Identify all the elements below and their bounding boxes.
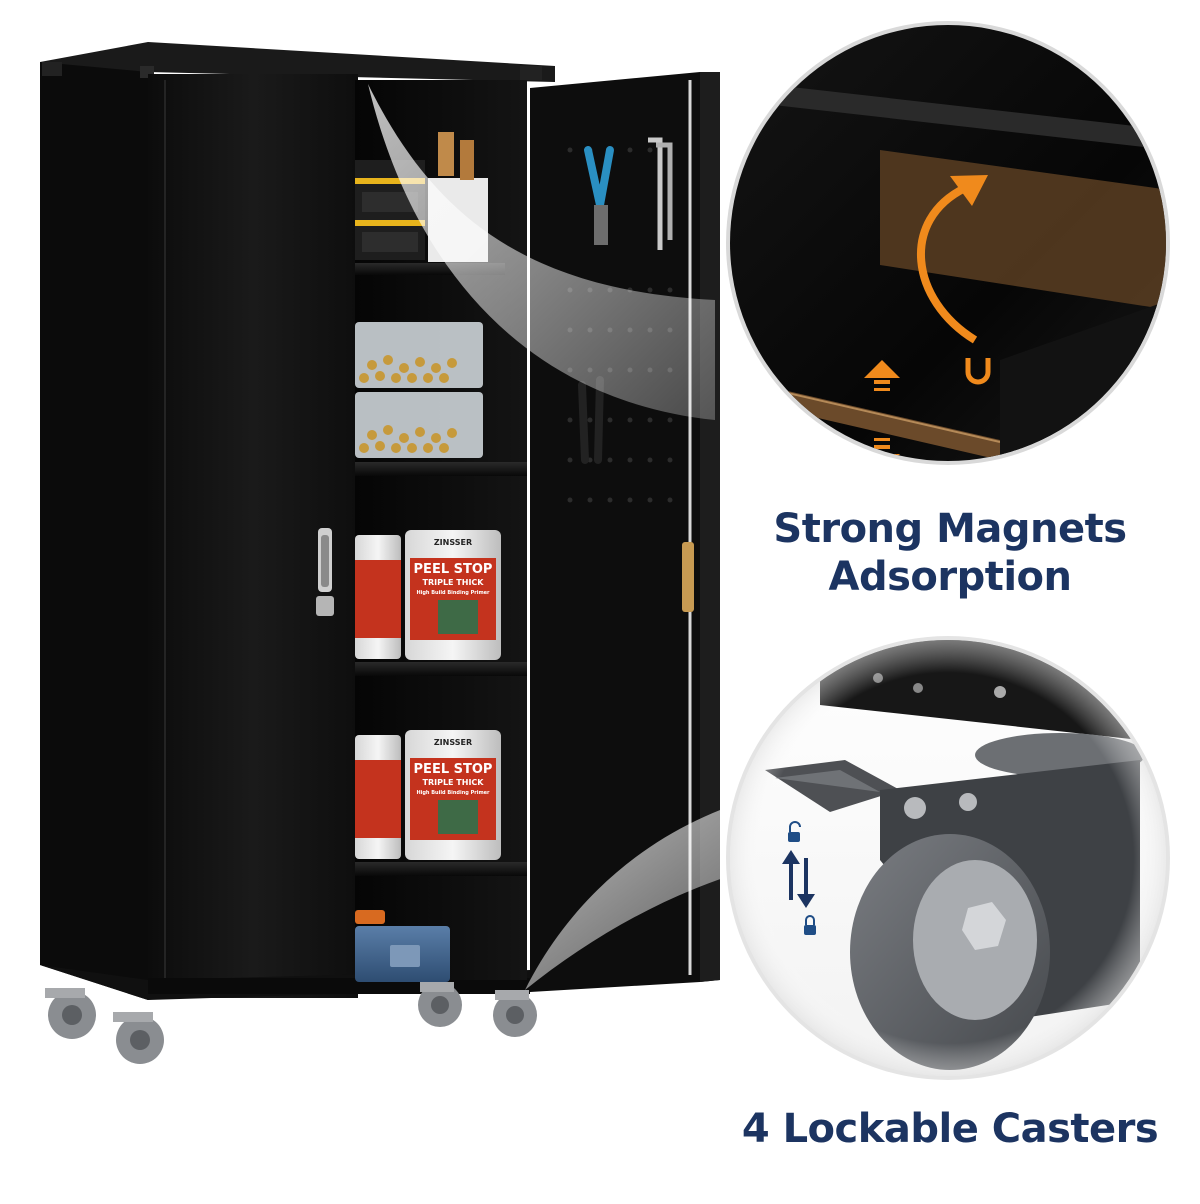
can-label-tagline: High Build Binding Primer <box>416 590 490 596</box>
cabinet <box>40 42 790 1000</box>
can-label-brand: ZINSSER <box>433 538 473 547</box>
can-label-name: PEEL STOP <box>413 562 493 577</box>
magnet-icon <box>965 358 991 385</box>
can-label-subtitle: TRIPLE THICK <box>422 778 484 787</box>
up-arrow-icon <box>864 360 900 391</box>
magnets-feature-caption: Strong Magnets Adsorption <box>740 505 1160 601</box>
caster-wheels <box>45 982 537 1064</box>
magnet-detail-inset <box>726 21 1170 465</box>
casters-feature-caption: 4 Lockable Casters <box>741 1106 1159 1152</box>
can-label-tagline: High Build Binding Primer <box>416 790 490 796</box>
caster-detail-inset <box>726 636 1170 1080</box>
magnets-caption-line2: Adsorption <box>828 554 1072 600</box>
magnets-caption-line1: Strong Magnets <box>773 506 1127 552</box>
paint-can <box>355 730 501 860</box>
can-label-name: PEEL STOP <box>413 762 493 777</box>
can-label-brand: ZINSSER <box>433 738 473 747</box>
can-label-subtitle: TRIPLE THICK <box>422 578 484 587</box>
paint-can <box>355 530 501 660</box>
